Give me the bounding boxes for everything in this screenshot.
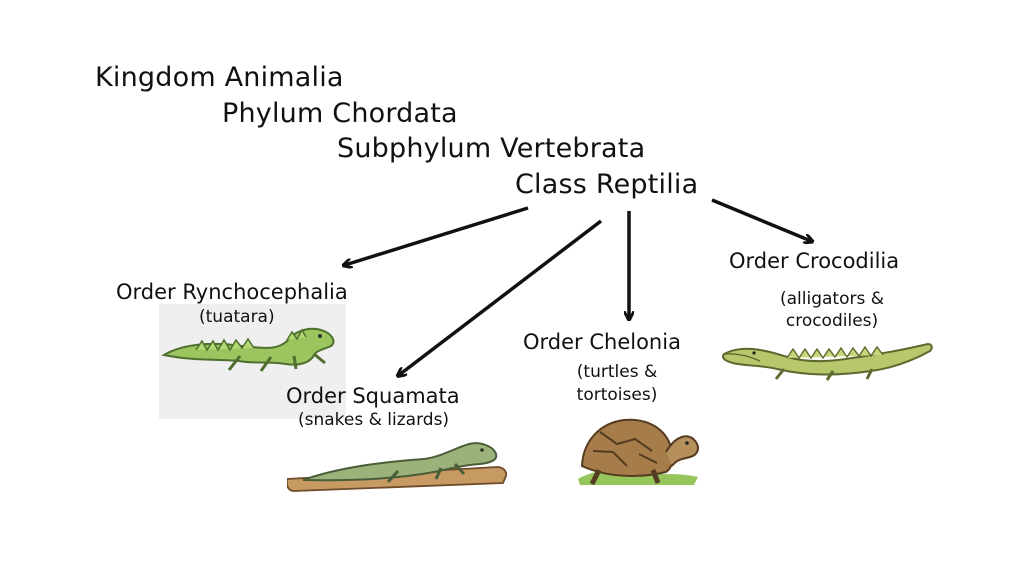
class-label: Class Reptilia (515, 169, 699, 200)
phylum-label: Phylum Chordata (222, 98, 458, 129)
arrow-to-rynchocephalia (345, 206, 529, 265)
crocodile-icon (722, 342, 933, 381)
lizard-icon (287, 442, 508, 492)
order-crocodilia-example-line-1: (alligators & (779, 289, 885, 309)
order-squamata-title: Order Squamata (286, 384, 460, 408)
order-rynchocephalia-example: (tuatara) (199, 307, 275, 327)
order-rynchocephalia-title: Order Rynchocephalia (116, 280, 348, 304)
tortoise-icon (578, 418, 699, 486)
order-chelonia-title: Order Chelonia (523, 330, 681, 354)
order-chelonia-example-line-1: (turtles & (576, 362, 658, 382)
arrow-to-crocodilia (711, 198, 811, 241)
kingdom-label: Kingdom Animalia (95, 62, 344, 93)
tuatara-icon (161, 327, 335, 372)
order-crocodilia-title: Order Crocodilia (729, 249, 900, 273)
arrow-to-squamata (399, 219, 603, 375)
order-crocodilia-example-line-2: crocodiles) (785, 311, 879, 331)
subphylum-label: Subphylum Vertebrata (337, 133, 646, 164)
order-squamata-example: (snakes & lizards) (298, 410, 450, 430)
order-chelonia-example-line-2: tortoises) (576, 385, 658, 405)
